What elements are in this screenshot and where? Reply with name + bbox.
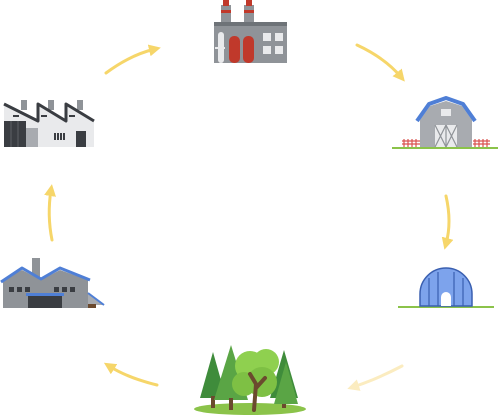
barn-icon [392,96,498,149]
arrow-power-plant-to-barn [355,43,405,82]
arrow-forest-to-warehouse [103,362,159,387]
arrow-greenhouse-to-forest [347,364,404,391]
power-plant-icon [214,0,287,63]
greenhouse-icon [398,267,494,308]
arrow-barn-to-greenhouse [441,194,454,250]
cycle-arrows [44,43,454,391]
warehouse-icon [0,258,105,308]
arrow-warehouse-to-factory [44,184,56,242]
arrow-factory-to-power-plant [104,44,161,75]
factory-icon [3,100,95,147]
forest-icon [194,345,306,415]
